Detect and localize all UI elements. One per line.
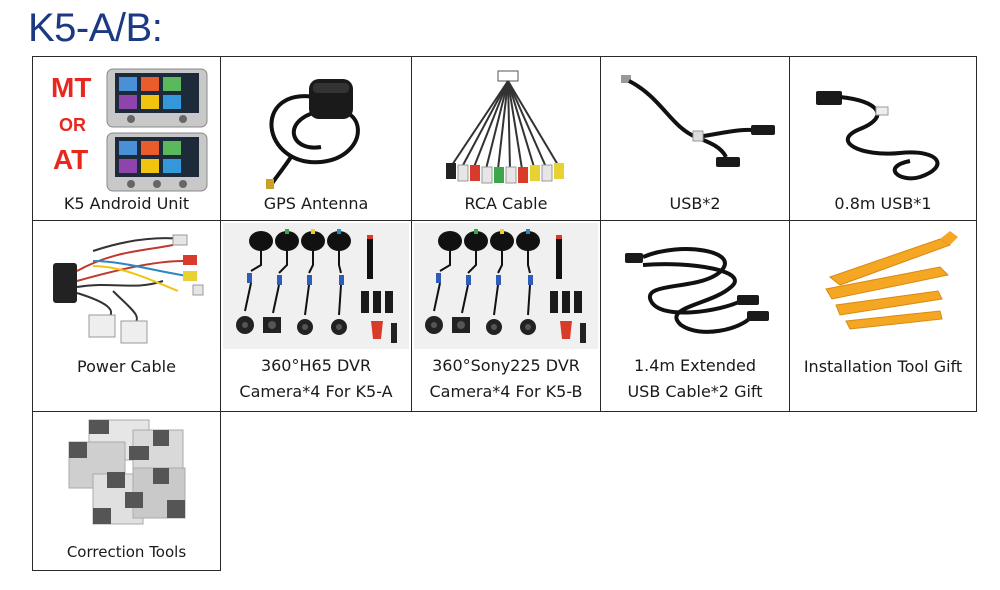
item-label-line2: USB Cable*2 Gift <box>627 382 763 401</box>
item-label-line1: 1.4m Extended <box>633 356 757 375</box>
item-0-8m-usb: 0.8m USB*1 <box>789 56 977 221</box>
usb-cable-icon <box>816 91 940 181</box>
usb-cable-icon <box>621 75 775 167</box>
item-360-h65-dvr-camera: 360°H65 DVR Camera*4 For K5-A <box>220 220 412 412</box>
item-rca-cable: RCA Cable <box>411 56 601 221</box>
item-label-line1: 360°H65 DVR <box>260 356 372 375</box>
item-correction-tools: Correction Tools <box>32 411 221 571</box>
or-label: OR <box>59 115 86 135</box>
rca-cable-icon <box>446 70 564 184</box>
at-label: AT <box>53 144 88 175</box>
mt-label: MT <box>51 72 91 103</box>
item-1-4m-extended-usb-cable: 1.4m Extended USB Cable*2 Gift <box>600 220 790 412</box>
item-installation-tool-gift: Installation Tool Gift <box>789 220 977 412</box>
gps-antenna-icon <box>266 79 360 189</box>
item-label: 360°Sony225 DVR Camera*4 For K5-B <box>412 353 600 405</box>
item-360-sony225-dvr-camera: 360°Sony225 DVR Camera*4 For K5-B <box>411 220 601 412</box>
item-label: Correction Tools <box>66 543 187 561</box>
item-gps-antenna: GPS Antenna <box>220 56 412 221</box>
item-label: Power Cable <box>77 357 176 376</box>
item-usb-2: USB*2 <box>600 56 790 221</box>
android-unit-icon: MT OR AT <box>51 68 208 192</box>
item-label: 0.8m USB*1 <box>834 194 932 213</box>
item-label: 360°H65 DVR Camera*4 For K5-A <box>221 353 411 405</box>
item-label-line2: Camera*4 For K5-B <box>429 382 583 401</box>
power-cable-icon <box>53 234 204 344</box>
camera-set-icon <box>425 229 586 343</box>
item-label: K5 Android Unit <box>63 194 190 213</box>
item-label: RCA Cable <box>464 194 548 213</box>
extended-usb-cable-icon <box>625 247 769 334</box>
calibration-mat-icon <box>68 419 186 525</box>
item-power-cable: Power Cable <box>32 220 221 412</box>
camera-set-icon <box>236 229 397 343</box>
item-label: 1.4m Extended USB Cable*2 Gift <box>601 353 789 405</box>
page-title: K5-A/B: <box>28 6 163 50</box>
item-k5-android-unit: MT OR AT K5 Android Unit <box>32 56 221 221</box>
item-label: GPS Antenna <box>263 194 369 213</box>
installation-tool-icon <box>825 231 958 330</box>
item-label-line1: 360°Sony225 DVR <box>432 356 580 375</box>
item-label-line2: Camera*4 For K5-A <box>239 382 393 401</box>
item-label: Installation Tool Gift <box>803 357 963 376</box>
item-label: USB*2 <box>669 194 721 213</box>
